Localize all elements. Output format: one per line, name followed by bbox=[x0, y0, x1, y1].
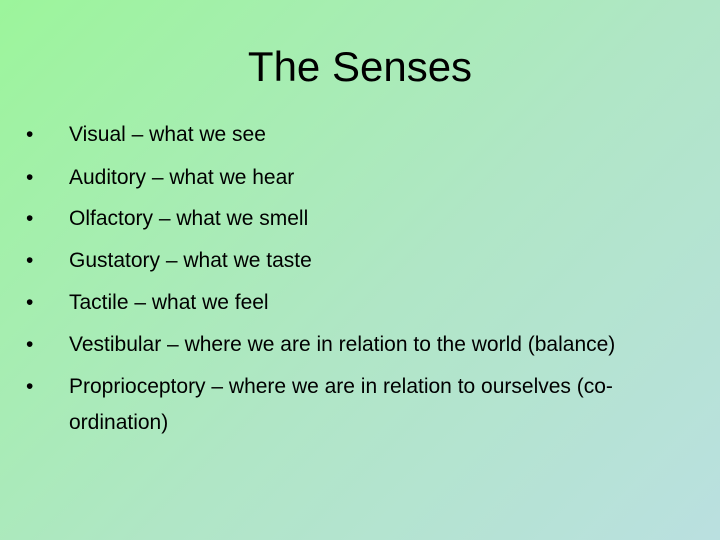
bullet-text: Gustatory – what we taste bbox=[69, 249, 312, 272]
bullet-text: Visual – what we see bbox=[69, 123, 266, 146]
bullet-icon: • bbox=[26, 375, 34, 398]
bullet-text: Proprioceptory – where we are in relatio… bbox=[69, 375, 613, 434]
slide-title: The Senses bbox=[247, 43, 473, 90]
bullet-text: Olfactory – what we smell bbox=[69, 207, 309, 230]
bullet-icon: • bbox=[26, 166, 34, 189]
bullet-text: Tactile – what we feel bbox=[69, 291, 269, 314]
bullet-text: Auditory – what we hear bbox=[69, 166, 295, 189]
bullet-icon: • bbox=[26, 291, 34, 314]
bullet-icon: • bbox=[26, 333, 34, 356]
bullet-icon: • bbox=[26, 123, 34, 146]
bullet-icon: • bbox=[26, 249, 34, 272]
bullet-icon: • bbox=[26, 207, 34, 230]
bullet-text: Vestibular – where we are in relation to… bbox=[69, 333, 616, 356]
